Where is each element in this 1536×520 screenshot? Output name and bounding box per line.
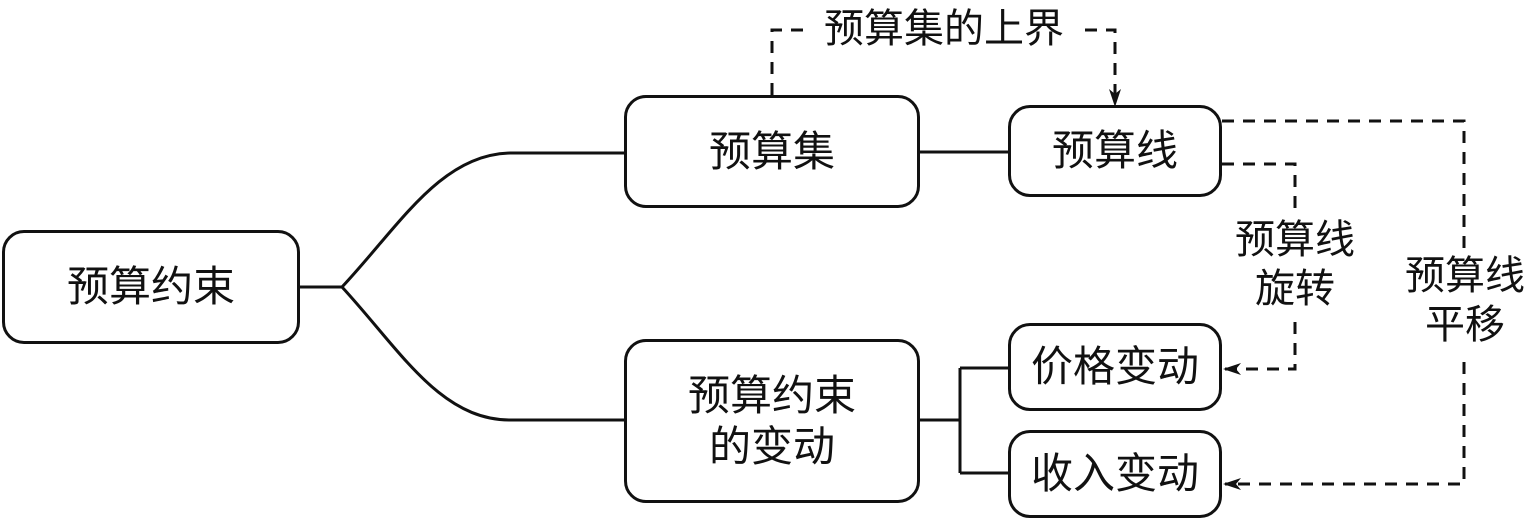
node-budget-constraint-change-label: 预算约束 的变动 — [687, 370, 856, 471]
label-upper-bound: 预算集的上界 — [806, 5, 1082, 55]
node-budget-line-label: 预算线 — [1051, 126, 1178, 176]
node-price-change-label: 价格变动 — [1030, 342, 1199, 392]
node-price-change: 价格变动 — [1008, 323, 1222, 411]
connector-root-to-budget-set — [340, 151, 625, 289]
label-budget-line-rotation: 预算线 旋转 — [1228, 216, 1362, 320]
label-budget-line-shift: 预算线 平移 — [1398, 252, 1532, 356]
node-budget-constraint-label: 预算约束 — [66, 262, 235, 312]
node-budget-constraint-change: 预算约束 的变动 — [624, 339, 920, 503]
node-income-change-label: 收入变动 — [1030, 449, 1199, 499]
connector-root-to-budget-change — [340, 285, 625, 422]
node-budget-set: 预算集 — [624, 95, 920, 208]
node-budget-set-label: 预算集 — [708, 126, 835, 176]
node-budget-constraint: 预算约束 — [2, 230, 300, 344]
node-budget-line: 预算线 — [1008, 105, 1222, 197]
node-income-change: 收入变动 — [1008, 430, 1222, 518]
